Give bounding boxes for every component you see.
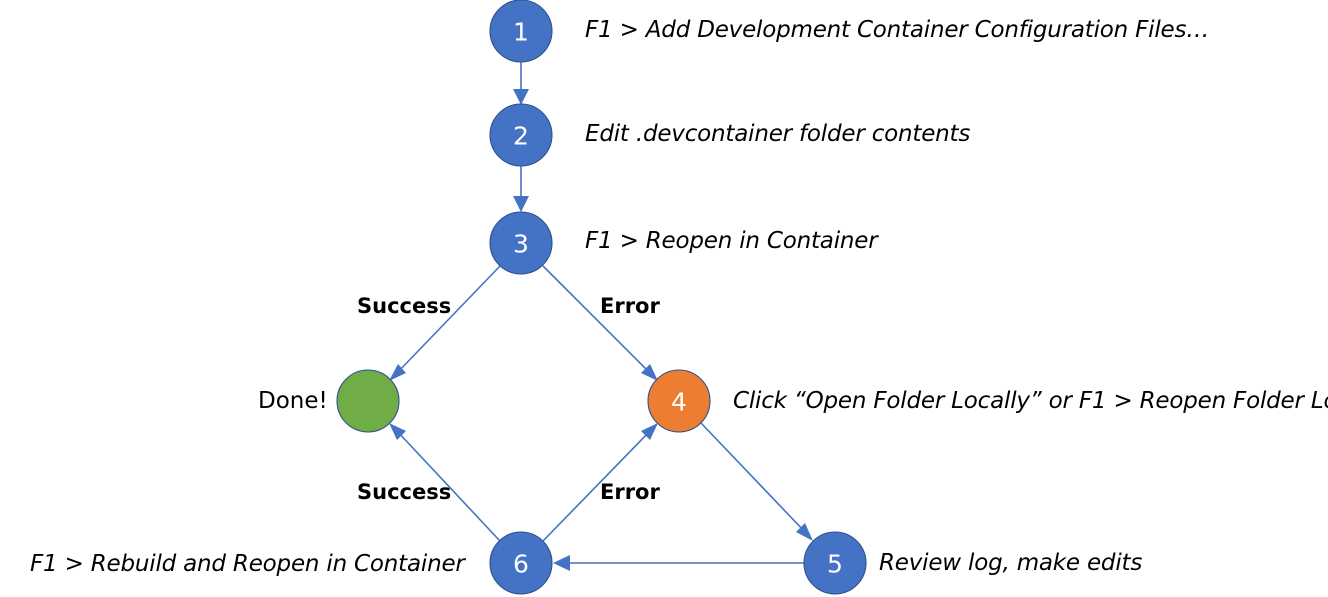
edge-3-to-4 [542, 265, 658, 381]
node-1-circle[interactable] [489, 0, 553, 63]
edge-3-to-done [389, 265, 501, 381]
edge-5-to-6-arrowhead [553, 555, 570, 571]
node-1[interactable]: 1 [489, 0, 553, 63]
edge-4-to-5-arrowhead [796, 523, 813, 541]
node-1-number: 1 [513, 18, 529, 47]
edge-6-to-done [389, 423, 501, 542]
edge-5-to-6 [553, 555, 804, 571]
branch-label-error-top: Error [600, 294, 660, 318]
node-6-circle[interactable] [489, 531, 553, 595]
branch-label-error-bottom: Error [600, 480, 660, 504]
node-3[interactable]: 3 [489, 211, 553, 275]
edge-2-to-3 [513, 166, 529, 212]
edge-4-to-5-line [700, 422, 807, 534]
done-label: Done! [258, 388, 328, 414]
branch-label-success-top: Success [357, 294, 452, 318]
node-4-circle[interactable] [647, 369, 711, 433]
edge-6-to-4 [542, 423, 658, 542]
step-label-5: Review log, make edits [879, 550, 1143, 576]
edge-6-to-4-line [542, 429, 652, 542]
node-2-circle[interactable] [489, 103, 553, 167]
node-5-circle[interactable] [803, 531, 867, 595]
node-6[interactable]: 6 [489, 531, 553, 595]
node-4[interactable]: 4 [647, 369, 711, 433]
step-label-6: F1 > Rebuild and Reopen in Container [30, 551, 465, 577]
edge-1-to-2 [513, 62, 529, 105]
edge-3-to-4-line [542, 265, 652, 375]
node-6-number: 6 [513, 550, 529, 579]
node-group: 1 2 3 4 5 6 [336, 0, 867, 595]
edge-2-to-3-arrowhead [513, 196, 529, 212]
edge-6-to-done-line [395, 429, 501, 542]
edge-1-to-2-arrowhead [513, 89, 529, 105]
node-2-number: 2 [513, 122, 529, 151]
step-label-1: F1 > Add Development Container Configura… [585, 17, 1210, 43]
node-done[interactable] [336, 369, 400, 433]
edge-3-to-done-arrowhead [389, 364, 406, 381]
edge-3-to-done-line [395, 265, 501, 375]
edge-6-to-done-arrowhead [389, 423, 406, 440]
step-label-4: Click “Open Folder Locally” or F1 > Reop… [733, 388, 1328, 414]
edge-6-to-4-arrowhead [641, 423, 658, 440]
node-2[interactable]: 2 [489, 103, 553, 167]
node-3-circle[interactable] [489, 211, 553, 275]
edge-4-to-5 [700, 422, 813, 541]
edge-3-to-4-arrowhead [641, 364, 658, 381]
branch-label-success-bottom: Success [357, 480, 452, 504]
node-4-number: 4 [671, 388, 687, 417]
node-5[interactable]: 5 [803, 531, 867, 595]
node-done-circle[interactable] [336, 369, 400, 433]
node-5-number: 5 [827, 550, 843, 579]
step-label-2: Edit .devcontainer folder contents [585, 121, 971, 147]
step-label-3: F1 > Reopen in Container [585, 228, 878, 254]
edge-group [389, 62, 813, 571]
node-3-number: 3 [513, 230, 529, 259]
